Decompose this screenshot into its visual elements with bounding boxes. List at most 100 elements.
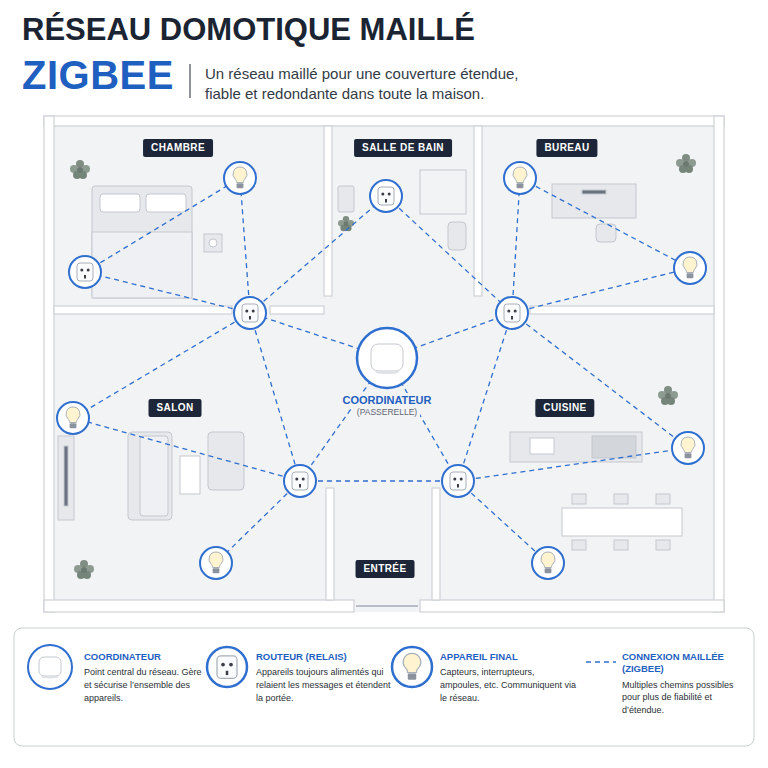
legend-item: COORDINATEUR Point central du réseau. Gèr…: [84, 651, 202, 704]
mesh-link: [85, 272, 250, 313]
tv-unit: [58, 436, 74, 520]
wall: [324, 126, 332, 296]
mesh-link: [458, 448, 688, 481]
legend-description: Appareils toujours alimentés qui relaien…: [256, 666, 396, 704]
legend-router-icon: [207, 647, 247, 687]
room-area: CHAMBRE: [54, 126, 324, 306]
end-device: [674, 252, 706, 284]
legend-description: Multiples chemins possibles pour plus de…: [622, 679, 744, 717]
mesh-link: [300, 480, 458, 481]
coordinator-node: COORDINATEUR(PASSERELLE): [327, 326, 447, 418]
sofa-cushion: [140, 436, 168, 516]
legend-item: ROUTEUR (RELAIS) Appareils toujours alime…: [256, 651, 396, 704]
wall: [420, 600, 724, 612]
wall: [714, 116, 724, 612]
legend-dashed-line: [586, 661, 616, 663]
room-area: ENTRÉE: [334, 488, 432, 600]
coordinator-shape: [327, 326, 447, 392]
wall: [270, 306, 324, 314]
walls: [44, 116, 724, 612]
router-device: [496, 297, 528, 329]
end-device: [200, 547, 232, 579]
desk: [552, 184, 636, 218]
wall: [530, 306, 714, 314]
floor: [44, 116, 724, 612]
room-area: SALON: [54, 314, 326, 600]
nightstand: [204, 234, 222, 252]
router-device: [69, 256, 101, 288]
plant: [676, 154, 696, 173]
cooktop: [592, 436, 636, 458]
room-area: BUREAU: [482, 126, 714, 306]
wall: [44, 116, 724, 126]
coordinator-circle: [357, 328, 417, 388]
pillow: [100, 194, 140, 212]
mesh-link: [520, 178, 690, 268]
room-area: SALLE DE BAIN: [332, 126, 474, 296]
sofa: [128, 432, 172, 520]
legend-heading: CONNEXION MAILLÉE (ZIGBEE): [622, 651, 744, 676]
chair: [614, 540, 628, 550]
room-area: CUISINE: [440, 314, 714, 600]
end-device: [224, 162, 256, 194]
mesh-link: [73, 313, 250, 418]
coffee-table: [180, 456, 200, 494]
coordinator-sublabel: (PASSERELLE): [354, 407, 420, 418]
router-device: [442, 465, 474, 497]
wall: [44, 600, 354, 612]
chair: [572, 540, 586, 550]
mesh-link: [216, 481, 300, 563]
legend-item: APPAREIL FINAL Capteurs, interrupteurs, a…: [440, 651, 578, 704]
room-label: BUREAU: [536, 139, 597, 157]
router-device: [234, 297, 266, 329]
toilet: [448, 222, 466, 250]
legend-heading: APPAREIL FINAL: [440, 651, 578, 663]
legend-description: Capteurs, interrupteurs, ampoules, etc. …: [440, 666, 578, 704]
mesh-link: [386, 196, 512, 313]
legend-panel: [14, 628, 754, 746]
subtitle: Un réseau maillé pour une couverture éte…: [205, 64, 545, 105]
sink: [338, 186, 354, 212]
plant: [70, 160, 90, 179]
furniture: [58, 170, 682, 550]
legend-heading: ROUTEUR (RELAIS): [256, 651, 396, 663]
door-threshold: [356, 605, 418, 607]
chair: [596, 224, 616, 242]
room-label: CHAMBRE: [143, 139, 213, 157]
wall: [326, 488, 334, 600]
monitor: [582, 190, 606, 194]
pillow: [146, 194, 186, 212]
legend-bulb-icon: [392, 647, 432, 687]
tv: [64, 446, 68, 506]
legend-heading: COORDINATEUR: [84, 651, 202, 663]
bed: [92, 186, 192, 298]
mesh-link: [85, 178, 240, 272]
chair: [614, 494, 628, 504]
gateway-body: [371, 344, 403, 371]
legend-item: CONNEXION MAILLÉE (ZIGBEE) Multiples chem…: [622, 651, 744, 716]
wall: [474, 126, 482, 296]
legend-description: Point central du réseau. Gère et sécuris…: [84, 666, 202, 704]
end-device: [672, 432, 704, 464]
room-label: CUISINE: [535, 399, 594, 417]
router-device: [370, 180, 402, 212]
chair: [656, 494, 670, 504]
wall: [54, 306, 232, 314]
room-label: SALLE DE BAIN: [354, 139, 452, 157]
end-device: [57, 402, 89, 434]
mesh-link: [73, 418, 300, 481]
shower: [420, 170, 466, 214]
blanket: [92, 232, 192, 298]
gateway-shadow: [375, 370, 399, 374]
dining-table: [562, 508, 682, 536]
wall: [44, 116, 54, 612]
coordinator-label: COORDINATEUR: [339, 393, 434, 407]
mesh-link: [250, 313, 300, 481]
mesh-links: [73, 178, 690, 563]
room-label: SALON: [149, 399, 202, 417]
mesh-link: [512, 178, 520, 313]
legend-coordinator-icon: [28, 645, 72, 689]
mesh-link: [458, 481, 548, 563]
lamp: [209, 239, 217, 247]
mesh-link: [512, 313, 688, 448]
